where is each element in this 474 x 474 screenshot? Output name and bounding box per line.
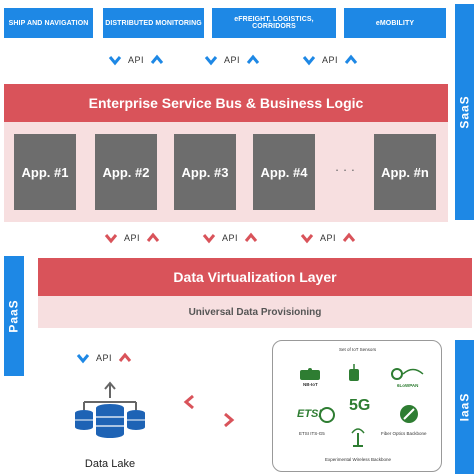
chevron-up-icon xyxy=(244,232,258,242)
universal-data-provisioning-label: Universal Data Provisioning xyxy=(188,306,322,318)
app-box-n: App. #n xyxy=(374,134,436,210)
app-box-3: App. #3 xyxy=(174,134,236,210)
database-icon xyxy=(75,381,145,438)
saas-layer-bar: SaaS xyxy=(455,4,474,220)
apps-ellipsis: · · · xyxy=(334,162,356,177)
svg-text:ETSI: ETSI xyxy=(297,408,322,420)
api-label: API xyxy=(320,233,337,243)
chevron-down-icon xyxy=(104,234,118,244)
api-connector-mid-2: API xyxy=(202,232,258,244)
api-label: API xyxy=(224,55,241,65)
data-virtualization-band: Data Virtualization Layer xyxy=(38,258,472,296)
api-connector-bottom: API xyxy=(76,352,132,364)
api-label: API xyxy=(222,233,239,243)
api-connector-top-3: API xyxy=(302,54,358,66)
chevron-down-icon xyxy=(300,234,314,244)
app-box-2: App. #2 xyxy=(95,134,157,210)
universal-data-provisioning-band: Universal Data Provisioning xyxy=(38,296,472,328)
iot-sensors-panel: Set of IoT Sensors NB-IoT 6LoWPAN ETSI E… xyxy=(272,340,442,472)
api-label: API xyxy=(124,233,141,243)
api-label: API xyxy=(128,55,145,65)
app-box-1: App. #1 xyxy=(14,134,76,210)
domain-ship-navigation: SHIP AND NAVIGATION xyxy=(4,8,93,38)
data-lake-label: Data Lake xyxy=(84,458,136,470)
fiber-optics-icon xyxy=(400,405,418,423)
chevron-up-icon xyxy=(342,232,356,242)
chevron-up-icon xyxy=(150,54,164,64)
esb-title: Enterprise Service Bus & Business Logic xyxy=(88,95,364,111)
lowpan-icon xyxy=(391,368,424,380)
domain-distributed-monitoring: DISTRIBUTED MONITORING xyxy=(103,8,204,38)
iaas-layer-bar: IaaS xyxy=(455,340,474,474)
data-virtualization-title: Data Virtualization Layer xyxy=(173,269,337,285)
iaas-label: IaaS xyxy=(457,392,472,422)
chevron-down-icon xyxy=(108,56,122,66)
chevron-up-icon xyxy=(344,54,358,64)
chevron-down-icon xyxy=(202,234,216,244)
chevron-up-icon xyxy=(146,232,160,242)
api-label: API xyxy=(96,353,113,363)
paas-label: PaaS xyxy=(7,299,22,333)
api-connector-mid-1: API xyxy=(104,232,160,244)
experimental-label: Experimental Wireless Backbone xyxy=(325,457,392,462)
esb-band: Enterprise Service Bus & Business Logic xyxy=(4,84,448,122)
api-connector-top-1: API xyxy=(108,54,164,66)
api-connector-top-2: API xyxy=(204,54,260,66)
chevron-down-icon xyxy=(302,56,316,66)
chevron-left-icon xyxy=(183,394,194,410)
chevron-down-icon xyxy=(76,354,90,364)
app-box-4: App. #4 xyxy=(253,134,315,210)
antenna-icon xyxy=(351,428,365,447)
etsi-icon: ETSI xyxy=(297,407,335,423)
nbiot-label: NB-IoT xyxy=(303,382,318,387)
saas-label: SaaS xyxy=(457,95,472,129)
domain-emobility: eMOBILITY xyxy=(344,8,446,38)
chevron-down-icon xyxy=(204,56,218,66)
sensor-device-icon xyxy=(349,364,359,381)
api-connector-mid-3: API xyxy=(300,232,356,244)
api-label: API xyxy=(322,55,339,65)
nbiot-icon xyxy=(300,368,320,380)
fiber-label: Fiber Optics Backbone xyxy=(381,431,427,436)
lowpan-label: 6LoWPAN xyxy=(397,383,419,388)
etsi-label: ETSI ITS-G5 xyxy=(299,431,325,436)
iot-panel-title: Set of IoT Sensors xyxy=(339,347,377,352)
chevron-up-icon xyxy=(118,352,132,362)
chevron-up-icon xyxy=(246,54,260,64)
domain-efreight-logistics: eFREIGHT, LOGISTICS, CORRIDORS xyxy=(212,8,336,38)
paas-layer-bar: PaaS xyxy=(4,256,24,376)
5g-logo: 5G xyxy=(349,397,371,414)
chevron-right-icon xyxy=(224,412,235,428)
